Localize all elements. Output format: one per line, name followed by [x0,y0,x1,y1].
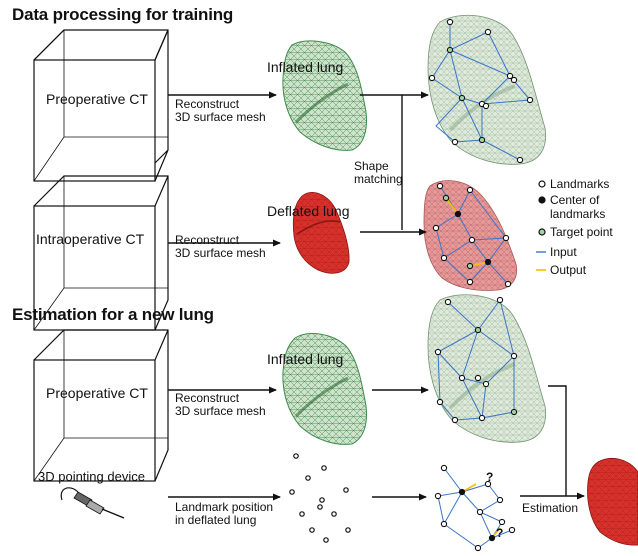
landmark-marker [432,224,440,232]
legend-output: Output [550,263,587,277]
estimation-section-title: Estimation for a new lung [12,305,214,324]
shape-matching-label-2: matching [354,172,403,186]
legend-target: Target point [550,225,613,239]
reconstruct-label-3: Reconstruct [175,391,240,405]
inflated-landmark-mesh-2 [427,294,547,443]
pointing-device-illustration [60,487,125,519]
surface-mesh-label-1: 3D surface mesh [175,110,266,124]
target-point-marker [446,46,454,54]
center-marker [458,488,466,496]
in-deflated-lung-label: in deflated lung [175,513,257,527]
legend-target-marker [538,228,546,236]
target-point-marker [442,194,450,202]
landmark-marker [484,480,492,488]
preoperative-ct-cube [33,29,169,182]
landmark-marker [510,352,518,360]
reconstruct-label-1: Reconstruct [175,97,240,111]
landmark-marker [474,544,482,552]
shape-matching-label-1: Shape [354,159,389,173]
estimated-deflated-lung [587,458,638,546]
landmark-marker [428,74,436,82]
landmark-marker [504,280,512,288]
landmark-marker [466,186,474,194]
intraoperative-ct-cube [33,175,169,331]
landmark-marker [444,298,452,306]
reconstruct-label-2: Reconstruct [175,233,240,247]
target-point-marker [478,136,486,144]
landmark-marker [440,254,448,262]
inflated-lung-mesh-2 [282,333,367,445]
landmark-marker [506,72,514,80]
legend-input: Input [550,245,577,259]
landmark-marker [502,234,510,242]
legend-landmark-marker [538,180,546,188]
landmark-point-cloud [289,453,351,543]
surface-mesh-label-2: 3D surface mesh [175,246,266,260]
inflated-landmark-mesh-1 [427,14,547,165]
training-section-title: Data processing for training [12,5,234,24]
landmark-marker [436,398,444,406]
preoperative-ct-label-2: Preoperative CT [46,385,148,401]
target-point-marker [458,94,466,102]
landmark-position-label: Landmark position [175,500,274,514]
unknown-target-mark-2: ? [496,526,503,540]
legend-markers [536,180,546,271]
landmark-marker [440,464,448,472]
unknown-target-mark-1: ? [486,470,493,484]
deflated-lung-mesh [292,192,350,274]
landmark-marker [508,526,516,534]
landmark-marker [434,492,442,500]
landmark-marker [478,414,486,422]
landmark-marker [468,236,476,244]
landmark-marker [474,374,482,382]
intraoperative-ct-label: Intraoperative CT [36,231,145,247]
landmark-marker [451,138,459,146]
target-point-marker [474,326,482,334]
inflated-lung-mesh-1 [282,40,367,151]
legend-landmarks: Landmarks [550,177,610,191]
legend-center-line2: landmarks [550,207,606,221]
preoperative-ct-cube-2 [33,329,169,482]
landmark-marker [440,520,448,528]
deflated-lung-label: Deflated lung [267,203,350,219]
center-marker [488,534,496,542]
center-marker [454,210,462,218]
landmark-marker [476,508,484,516]
connectors [168,91,585,501]
estimation-label: Estimation [522,501,579,515]
landmark-marker [526,96,534,104]
landmark-marker [510,76,518,84]
landmark-marker [436,182,444,190]
landmark-marker [484,28,492,36]
landmark-marker [482,102,490,110]
center-marker [484,258,492,266]
inflated-lung-label-1: Inflated lung [267,59,344,75]
landmark-marker [466,278,474,286]
landmark-marker [451,416,459,424]
deflated-landmark-mesh [423,180,518,291]
landmark-marker [446,18,454,26]
landmark-marker [516,156,524,164]
landmark-marker [496,296,504,304]
landmark-marker [458,374,466,382]
landmark-marker [496,496,504,504]
preoperative-ct-label: Preoperative CT [46,91,148,107]
landmark-markers [428,18,534,552]
landmark-marker [498,518,506,526]
legend-center-line1: Center of [550,193,600,207]
target-point-marker [466,262,474,270]
pointing-device-label: 3D pointing device [38,469,145,484]
target-point-marker [510,408,518,416]
legend-center-marker [538,196,546,204]
landmark-marker [434,348,442,356]
inflated-lung-label-2: Inflated lung [267,351,344,367]
landmark-marker [482,380,490,388]
surface-mesh-label-3: 3D surface mesh [175,404,266,418]
